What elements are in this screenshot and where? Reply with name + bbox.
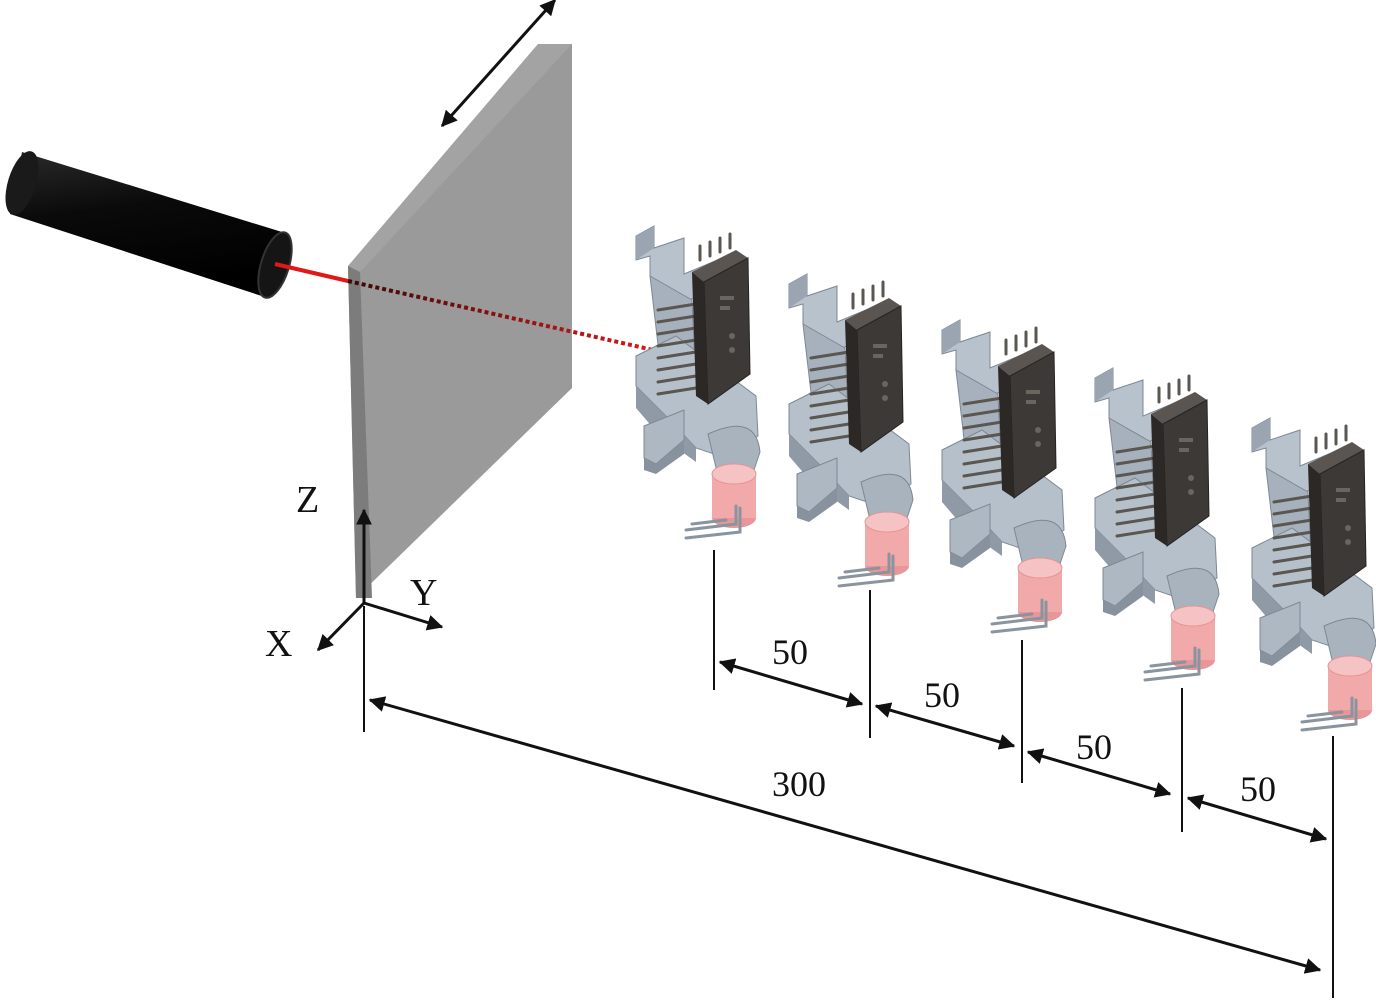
module-3 bbox=[940, 318, 1068, 634]
total-distance-label: 300 bbox=[772, 764, 826, 804]
x-axis-label: X bbox=[265, 623, 292, 665]
z-axis-label: Z bbox=[296, 479, 319, 521]
module-2 bbox=[787, 272, 915, 588]
spacing-label-2: 50 bbox=[924, 675, 960, 715]
spacing-label-3: 50 bbox=[1076, 727, 1112, 767]
laser-beam-transmitted bbox=[347, 279, 663, 354]
y-axis-label: Y bbox=[410, 572, 437, 614]
dimension-arrows bbox=[368, 658, 1328, 974]
x-axis bbox=[316, 601, 366, 652]
module-4 bbox=[1093, 366, 1221, 682]
laser-beam bbox=[274, 262, 349, 283]
spacing-label-1: 50 bbox=[772, 632, 808, 672]
spacing-label-4: 50 bbox=[1240, 769, 1276, 809]
total-arrow bbox=[368, 696, 1322, 974]
coordinate-axes bbox=[316, 508, 444, 652]
movable-screen bbox=[348, 44, 572, 598]
laser-source bbox=[5, 151, 293, 299]
screen-motion-arrow bbox=[440, 0, 557, 128]
y-axis bbox=[363, 601, 444, 631]
module-5 bbox=[1250, 416, 1376, 732]
module-1 bbox=[634, 224, 762, 540]
